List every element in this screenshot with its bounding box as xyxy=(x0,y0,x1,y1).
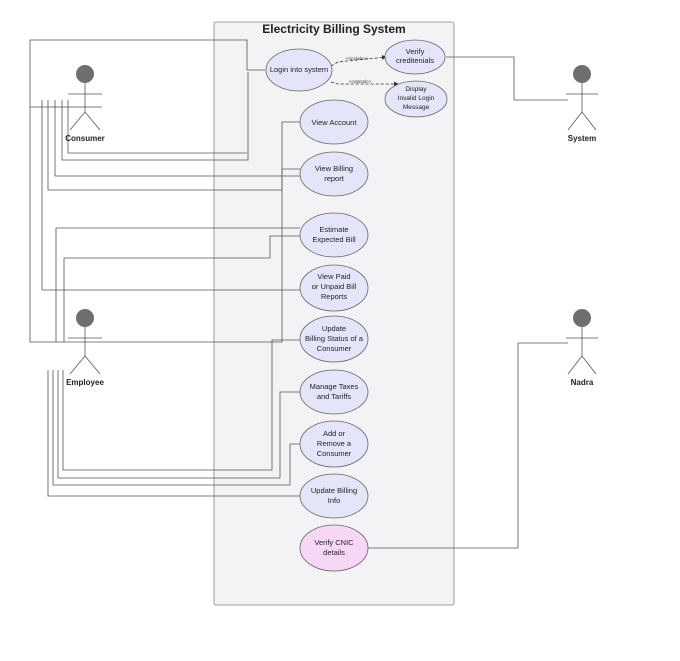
svg-text:Estimate: Estimate xyxy=(319,225,348,234)
svg-text:details: details xyxy=(323,548,345,557)
svg-text:Manage Taxes: Manage Taxes xyxy=(310,382,359,391)
svg-text:report: report xyxy=(324,174,345,183)
svg-text:<<include>>: <<include>> xyxy=(345,56,369,61)
actor-head xyxy=(573,309,591,327)
svg-text:Billing Status of a: Billing Status of a xyxy=(305,334,364,343)
use-case-view-account[interactable]: View Account xyxy=(299,99,369,145)
actor-employee[interactable]: Employee xyxy=(66,309,104,387)
extend-relation: <<extend>> xyxy=(330,79,399,87)
svg-text:or Unpaid Bill: or Unpaid Bill xyxy=(312,282,357,291)
svg-text:Consumer: Consumer xyxy=(65,134,105,143)
svg-text:View Billing: View Billing xyxy=(315,164,353,173)
svg-text:<<extend>>: <<extend>> xyxy=(349,79,372,84)
actor-head xyxy=(76,309,94,327)
include-relation: <<include>> xyxy=(330,55,387,67)
nadra-association xyxy=(368,342,568,549)
svg-text:Update: Update xyxy=(322,324,346,333)
system-association xyxy=(446,56,568,101)
use-case-view-paid-unpaid[interactable]: View Paid or Unpaid Bill Reports xyxy=(299,264,369,312)
actor-system[interactable]: System xyxy=(566,65,598,143)
use-case-verify-cnic[interactable]: Verify CNIC details xyxy=(299,524,369,572)
svg-text:System: System xyxy=(568,134,596,143)
svg-text:Invalid Login: Invalid Login xyxy=(398,95,435,102)
use-case-invalid-login[interactable]: Display Invalid Login Message xyxy=(384,80,448,118)
svg-text:Nadra: Nadra xyxy=(571,378,594,387)
use-case-add-remove-consumer[interactable]: Add or Remove a Consumer xyxy=(299,420,369,468)
system-boundary xyxy=(213,21,455,606)
use-case-verify-credentials[interactable]: Verify creditenials xyxy=(384,39,446,75)
actor-head xyxy=(76,65,94,83)
svg-text:Employee: Employee xyxy=(66,378,104,387)
svg-text:View Account: View Account xyxy=(312,118,358,127)
svg-text:Info: Info xyxy=(328,496,341,505)
svg-text:Display: Display xyxy=(405,86,427,93)
use-case-view-billing-report[interactable]: View Billing report xyxy=(299,151,369,197)
system-title: Electricity Billing System xyxy=(262,22,405,36)
svg-text:Reports: Reports xyxy=(321,292,348,301)
svg-text:Remove a: Remove a xyxy=(317,439,352,448)
svg-text:Login into system: Login into system xyxy=(270,65,328,74)
svg-text:and Tariffs: and Tariffs xyxy=(317,392,352,401)
svg-text:Consumer: Consumer xyxy=(317,344,352,353)
svg-text:Verify: Verify xyxy=(406,47,425,56)
actor-head xyxy=(573,65,591,83)
svg-text:Add or: Add or xyxy=(323,429,346,438)
use-case-estimate-bill[interactable]: Estimate Expected Bill xyxy=(299,212,369,258)
use-case-update-billing-status[interactable]: Update Billing Status of a Consumer xyxy=(299,315,369,363)
use-case-update-billing-info[interactable]: Update Billing Info xyxy=(299,473,369,519)
svg-text:Update Billing: Update Billing xyxy=(311,486,357,495)
svg-text:Message: Message xyxy=(403,104,430,111)
use-case-manage-taxes[interactable]: Manage Taxes and Tariffs xyxy=(299,369,369,415)
svg-text:Expected Bill: Expected Bill xyxy=(312,235,356,244)
svg-text:creditenials: creditenials xyxy=(396,56,434,65)
svg-text:Verify CNIC: Verify CNIC xyxy=(314,538,354,547)
actor-nadra[interactable]: Nadra xyxy=(566,309,598,387)
svg-text:Consumer: Consumer xyxy=(317,449,352,458)
employee-associations xyxy=(29,107,300,497)
use-case-login[interactable]: Login into system xyxy=(265,48,333,92)
actor-consumer[interactable]: Consumer xyxy=(65,65,105,143)
svg-text:View Paid: View Paid xyxy=(317,272,350,281)
